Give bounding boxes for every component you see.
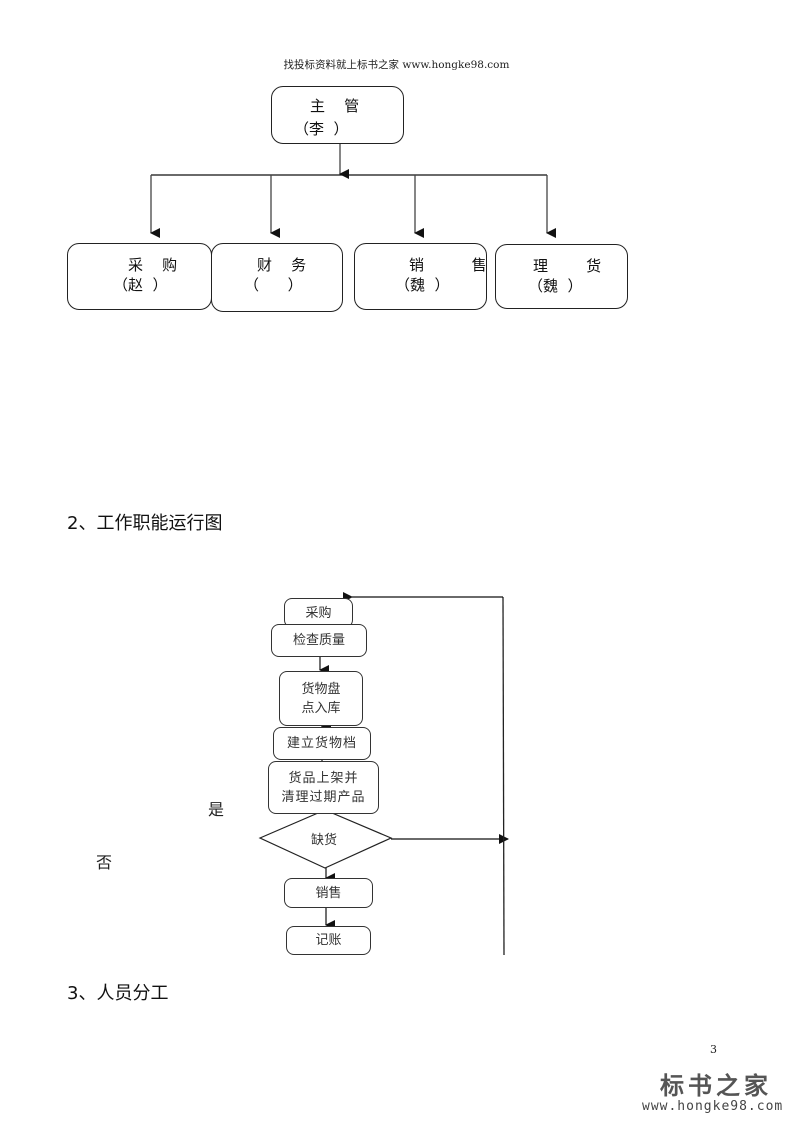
section-2-title: 2、工作职能运行图: [67, 513, 223, 534]
org-dept-stock: 理 货 （魏 ）: [495, 244, 628, 309]
flow-step-sales: 销售: [284, 878, 373, 908]
org-dept-sales: 销 售 （魏 ）: [354, 243, 487, 310]
org-dept-person: （赵 ）: [113, 276, 168, 294]
header-note: 找投标资料就上标书之家 www.hongke98.com: [283, 59, 510, 71]
flow-decision-label: 缺货: [311, 833, 338, 848]
flow-step-inventory: 货物盘 点入库: [279, 671, 363, 726]
loop-right-vertical: [502, 596, 505, 956]
org-dept-finance: 财 务 （ ）: [211, 243, 343, 312]
watermark-brand: 标书之家: [660, 1072, 772, 1100]
org-dept-title: 采 购: [128, 256, 178, 274]
page-number: 3: [710, 1043, 717, 1056]
org-dept-purchase: 采 购 （赵 ）: [67, 243, 212, 310]
org-dept-person: （魏 ）: [528, 277, 583, 295]
org-head-person: （李 ）: [294, 120, 349, 138]
org-head-title: 主 管: [310, 97, 360, 115]
yes-label: 是: [208, 800, 225, 819]
org-head-box: 主 管 （李 ）: [271, 86, 404, 144]
section-3-title: 3、人员分工: [67, 983, 169, 1004]
flow-step-shelve: 货品上架并 清理过期产品: [268, 761, 379, 814]
org-dept-title: 财 务: [257, 256, 307, 274]
flow-step-archive: 建立货物档: [273, 727, 371, 760]
watermark-url: www.hongke98.com: [642, 1099, 784, 1114]
flow-step-quality: 检查质量: [271, 624, 367, 657]
flow-step-purchase: 采购: [284, 598, 353, 628]
org-dept-title: 理 货: [533, 257, 602, 275]
flow-step-accounting: 记账: [286, 926, 371, 955]
org-dept-title: 销 售: [409, 256, 487, 274]
org-dept-person: （ ）: [244, 276, 303, 294]
no-label: 否: [96, 853, 113, 872]
org-dept-person: （魏 ）: [395, 276, 450, 294]
